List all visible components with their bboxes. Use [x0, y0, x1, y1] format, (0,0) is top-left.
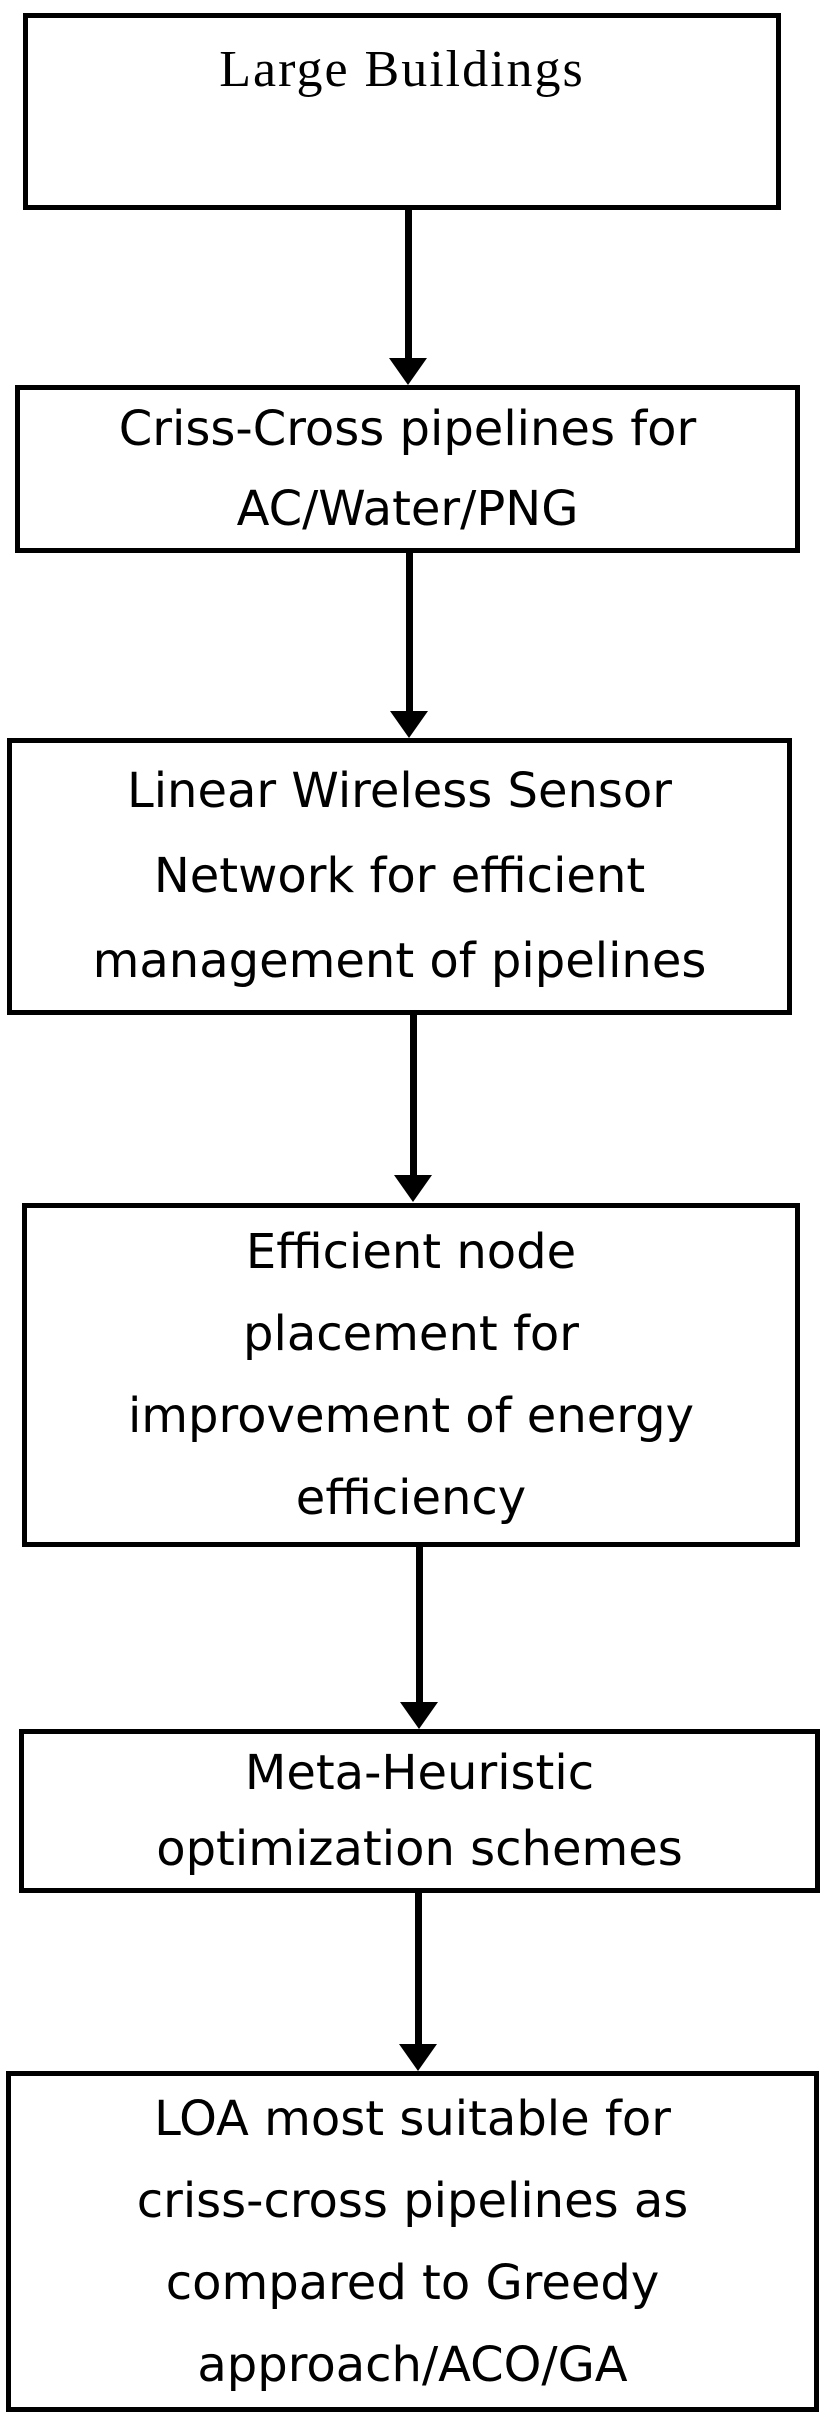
- down-arrow-5: [398, 1893, 438, 2071]
- down-arrow-3: [393, 1013, 433, 1202]
- arrow-head-icon: [394, 1175, 432, 1202]
- arrow-head-icon: [399, 2044, 437, 2071]
- flow-box-criss-cross-pipelines: Criss-Cross pipelines for AC/Water/PNG: [15, 385, 800, 553]
- down-arrow-4: [399, 1547, 439, 1729]
- flow-box-loa-conclusion: LOA most suitable for criss-cross pipeli…: [6, 2071, 819, 2412]
- flow-box-large-buildings: Large Buildings: [23, 13, 781, 210]
- flow-box-linear-wsn: Linear Wireless Sensor Network for effic…: [7, 738, 792, 1015]
- arrow-head-icon: [389, 358, 427, 385]
- arrow-stem: [415, 1547, 423, 1702]
- arrow-stem: [414, 1893, 422, 2044]
- down-arrow-2: [389, 553, 429, 738]
- flow-box-efficient-node-placement: Efficient node placement for improvement…: [22, 1203, 800, 1547]
- arrow-head-icon: [400, 1702, 438, 1729]
- arrow-head-icon: [390, 711, 428, 738]
- arrow-stem: [405, 553, 413, 711]
- arrow-stem: [409, 1013, 417, 1175]
- down-arrow-1: [388, 210, 428, 385]
- flow-box-meta-heuristic-schemes: Meta-Heuristic optimization schemes: [19, 1729, 820, 1893]
- arrow-stem: [404, 210, 412, 358]
